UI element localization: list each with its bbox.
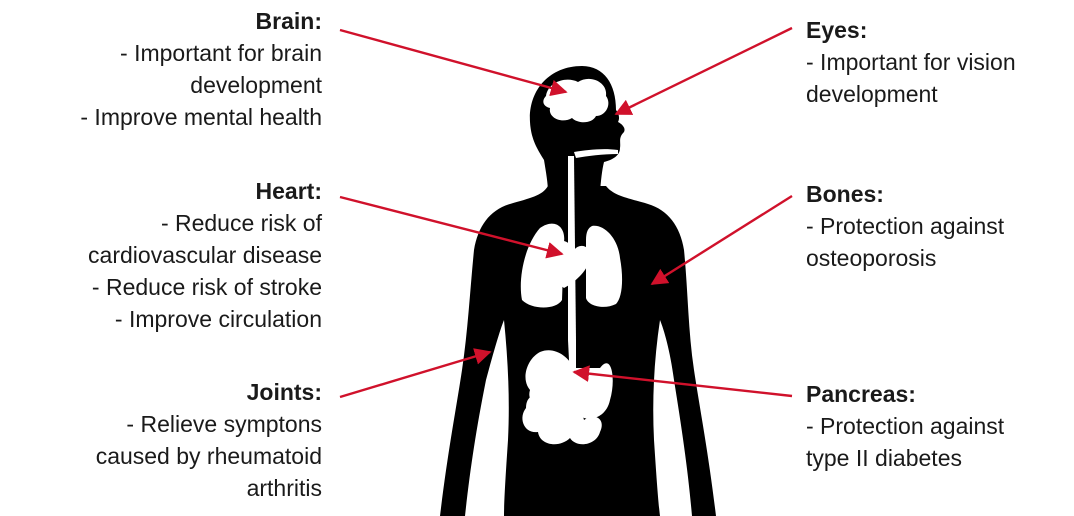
heart-label: Heart: - Reduce risk of cardiovascular d… [0,175,322,335]
brain-line: development [0,69,322,101]
pancreas-label: Pancreas: - Protection against type II d… [806,378,1074,474]
eyes-line: - Important for vision [806,46,1074,78]
heart-line: - Reduce risk of stroke [0,271,322,303]
pancreas-line: type II diabetes [806,442,1074,474]
joints-line: arthritis [0,472,322,504]
bones-label: Bones: - Protection against osteoporosis [806,178,1074,274]
bones-line: - Protection against [806,210,1074,242]
heart-line: cardiovascular disease [0,239,322,271]
bones-title: Bones: [806,178,1074,210]
bones-line: osteoporosis [806,242,1074,274]
brain-line: - Important for brain [0,37,322,69]
brain-title: Brain: [0,5,322,37]
joints-line: caused by rheumatoid [0,440,322,472]
pancreas-title: Pancreas: [806,378,1074,410]
heart-title: Heart: [0,175,322,207]
heart-line: - Reduce risk of [0,207,322,239]
eyes-arrow [616,28,792,114]
pancreas-line: - Protection against [806,410,1074,442]
joints-line: - Relieve symptons [0,408,322,440]
joints-label: Joints: - Relieve symptons caused by rhe… [0,376,322,504]
eyes-label: Eyes: - Important for vision development [806,14,1074,110]
joints-title: Joints: [0,376,322,408]
heart-line: - Improve circulation [0,303,322,335]
brain-line: - Improve mental health [0,101,322,133]
eyes-title: Eyes: [806,14,1074,46]
human-silhouette [440,66,716,516]
torso [440,186,716,516]
brain-arrow [340,30,566,92]
brain-label: Brain: - Important for brain development… [0,5,322,133]
eyes-line: development [806,78,1074,110]
